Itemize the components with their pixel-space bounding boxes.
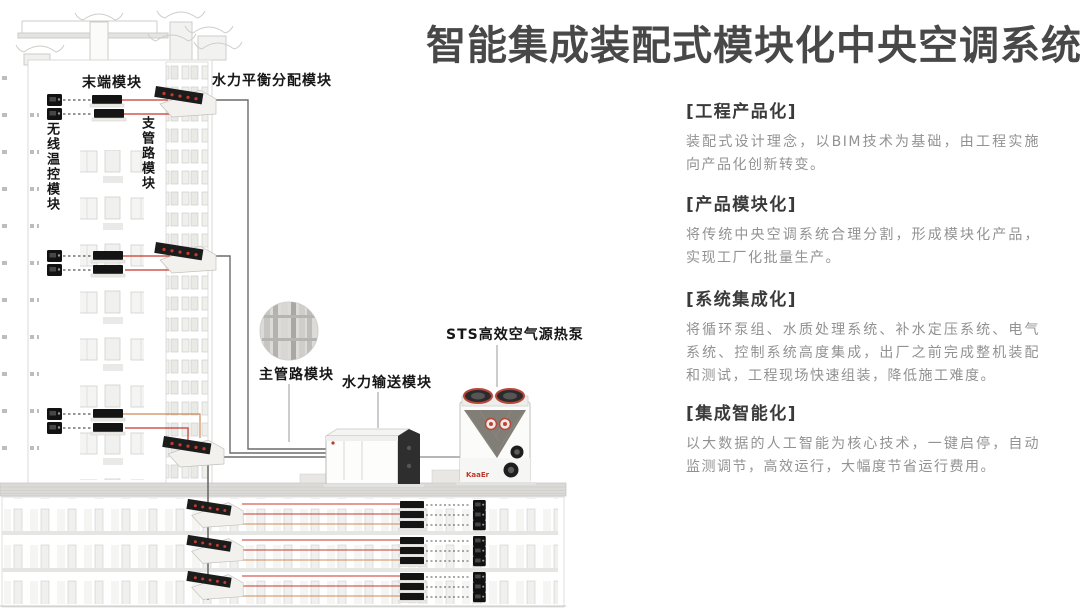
pump-module [324, 428, 424, 487]
fan-coil-unit [398, 520, 426, 531]
podium-floor-1 [185, 498, 486, 531]
label-main-pipeline-module: 主管路模块 [259, 367, 334, 383]
section-system-integration: [系统集成化] 将循环泵组、水质处理系统、补水定压系统、电气系统、控制系统高度集… [686, 285, 1046, 388]
wireless-thermostat [473, 510, 486, 521]
terminal-group-2 [47, 241, 217, 278]
fan-coil-unit [398, 592, 426, 603]
section-integrated-intelligence: [集成智能化] 以大数据的人工智能为核心技术，一键启停，自动监测调节，高效运行，… [686, 399, 1046, 479]
section-product-modularization: [产品模块化] 将传统中央空调系统合理分割，形成模块化产品，实现工厂化批量生产。 [686, 190, 1046, 270]
section-body: 以大数据的人工智能为核心技术，一键启停，自动监测调节，高效运行，大幅度节省运行费… [686, 436, 1040, 475]
fan-coil-unit [90, 264, 126, 278]
wireless-thermostat [473, 500, 486, 511]
wireless-thermostat [473, 592, 486, 603]
podium-floor-3 [185, 570, 486, 603]
section-heading: [系统集成化] [686, 290, 798, 310]
fan-coil-unit [90, 408, 126, 422]
section-body: 将循环泵组、水质处理系统、补水定压系统、电气系统、控制系统高度集成，出厂之前完成… [686, 322, 1040, 384]
fan-coil-unit [89, 94, 125, 108]
page-title: 智能集成装配式模块化中央空调系统 [426, 23, 1080, 69]
fan-coil-unit [398, 556, 426, 567]
heat-pump-brand-logo: KaaEr [466, 471, 490, 479]
wireless-thermostat [473, 546, 486, 557]
fan-coil-unit [398, 572, 426, 583]
section-heading: [集成智能化] [686, 404, 798, 424]
building-diagram: KaaEr [0, 10, 567, 608]
roof-ornaments [15, 10, 243, 66]
section-heading: [工程产品化] [686, 102, 798, 122]
fan-coil-unit [90, 250, 126, 264]
section-engineering-productization: [工程产品化] 装配式设计理念，以BIM技术为基础，由工程实施向产品化创新转变。 [686, 97, 1046, 177]
wireless-thermostat [473, 572, 486, 583]
wireless-thermostat [473, 520, 486, 531]
fan-coil-unit [91, 108, 127, 122]
terminal-group-1 [47, 85, 217, 122]
section-body: 将传统中央空调系统合理分割，形成模块化产品，实现工厂化批量生产。 [686, 227, 1040, 266]
label-hydraulic-transport-module: 水力输送模块 [342, 375, 432, 391]
wireless-thermostat [47, 108, 62, 120]
wireless-thermostat [47, 94, 62, 106]
wireless-thermostat [47, 408, 62, 420]
wireless-thermostat [47, 422, 62, 434]
fan-coil-unit [398, 536, 426, 547]
wireless-thermostat [47, 264, 62, 276]
terminal-group-3 [47, 408, 225, 468]
wireless-thermostat [473, 556, 486, 567]
label-terminal-module: 末端模块 [82, 75, 142, 91]
label-sts-heat-pump: STS高效空气源热泵 [446, 327, 584, 343]
section-heading: [产品模块化] [686, 195, 798, 215]
fan-coil-unit [398, 500, 426, 511]
label-branch-pipeline-module: 支管路模块 [139, 116, 154, 191]
fan-coil-unit [90, 422, 126, 436]
wireless-thermostat [47, 250, 62, 262]
heat-pump-unit: KaaEr [456, 388, 536, 485]
main-pipeline-photo [259, 301, 319, 442]
podium-floor-2 [185, 534, 486, 567]
fan-coil-unit [398, 582, 426, 593]
label-hydraulic-balance-distribution-module: 水力平衡分配模块 [212, 73, 332, 89]
fan-coil-unit [398, 546, 426, 557]
fan-coil-unit [398, 510, 426, 521]
label-wireless-thermostat-module: 无线温控模块 [44, 122, 59, 212]
wireless-thermostat [473, 582, 486, 593]
wireless-thermostat [473, 536, 486, 547]
section-body: 装配式设计理念，以BIM技术为基础，由工程实施向产品化创新转变。 [686, 134, 1040, 173]
